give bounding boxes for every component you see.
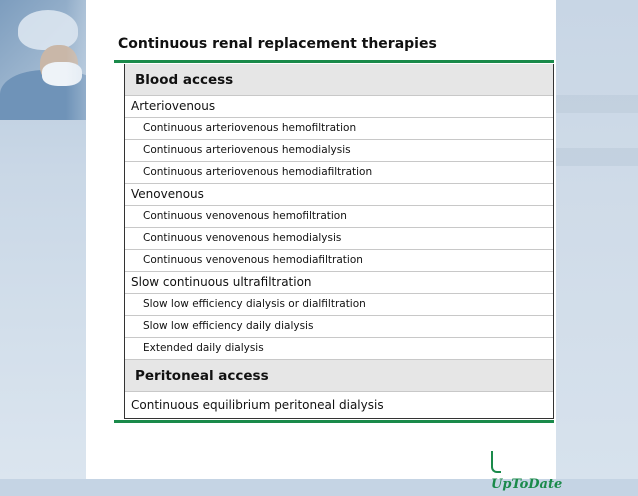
- table-row: Continuous venovenous hemodiafiltration: [125, 250, 553, 272]
- table-row: Continuous venovenous hemofiltration: [125, 206, 553, 228]
- group-continuous-equilibrium-peritoneal-dialysis: Continuous equilibrium peritoneal dialys…: [125, 392, 553, 419]
- table-row: Continuous arteriovenous hemodialysis: [125, 140, 553, 162]
- group-slow-continuous-ultrafiltration: Slow continuous ultrafiltration: [125, 272, 553, 294]
- table-row: Slow low efficiency daily dialysis: [125, 316, 553, 338]
- therapy-table: Blood access Arteriovenous Continuous ar…: [124, 64, 554, 419]
- section-header-peritoneal-access: Peritoneal access: [125, 360, 553, 392]
- footer-divider: [114, 420, 554, 423]
- table-row: Continuous arteriovenous hemodiafiltrati…: [125, 162, 553, 184]
- title-divider: [114, 60, 554, 63]
- table-row: Extended daily dialysis: [125, 338, 553, 360]
- section-header-blood-access: Blood access: [125, 64, 553, 96]
- slide-content: Continuous renal replacement therapies B…: [86, 0, 562, 492]
- uptodate-logo: UpToDate: [491, 451, 562, 492]
- group-arteriovenous: Arteriovenous: [125, 96, 553, 118]
- table-row: Continuous venovenous hemodialysis: [125, 228, 553, 250]
- decorative-stripe: [556, 95, 638, 113]
- table-row: Slow low efficiency dialysis or dialfilt…: [125, 294, 553, 316]
- table-row: Continuous arteriovenous hemofiltration: [125, 118, 553, 140]
- uptodate-logo-icon: [491, 451, 501, 473]
- slide-title: Continuous renal replacement therapies: [118, 36, 437, 52]
- group-venovenous: Venovenous: [125, 184, 553, 206]
- decorative-stripe: [556, 148, 638, 166]
- background-right-panel: [556, 0, 638, 479]
